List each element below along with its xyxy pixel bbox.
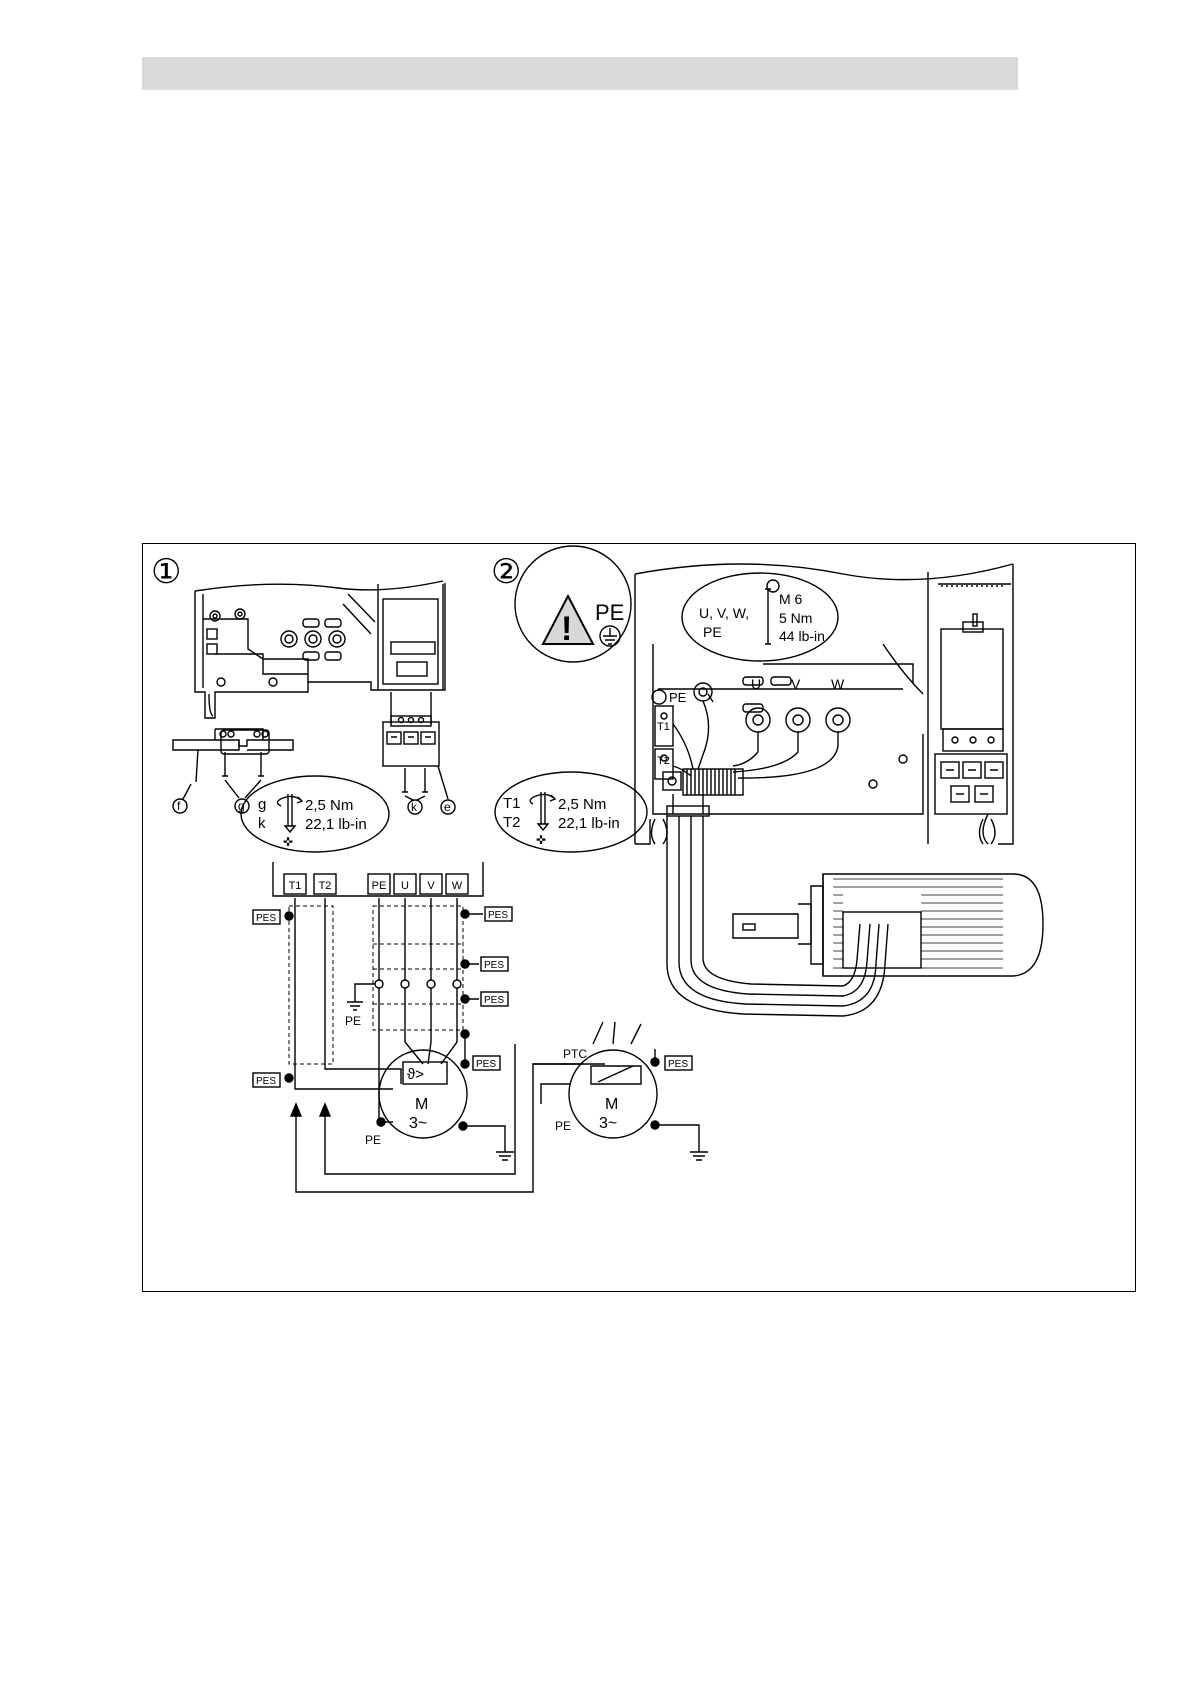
pes-label-5: PES [484, 995, 504, 1006]
torque-nm: 2,5 Nm [305, 797, 353, 814]
panel1-drive-drawing [173, 581, 445, 792]
wrench-icon [765, 589, 771, 644]
panel2-torque-spec: T1 T2 ✜ 2,5 Nm 22,1 lb-in [495, 772, 647, 852]
spec-thread: M 6 [779, 591, 803, 607]
callout-f: f [177, 799, 181, 813]
panel-number-2: ② [491, 553, 521, 591]
wiring-figure: ① [143, 544, 1137, 1293]
pe-label-motor2: PE [555, 1119, 571, 1133]
torque-screw-t1: T1 [503, 795, 521, 812]
ground-icon [603, 628, 617, 644]
terminal-torque-spec: U, V, W, PE M 6 5 Nm 44 lb-in [682, 573, 838, 661]
callout-k: k [411, 800, 418, 814]
pe-label-ground: PE [345, 1014, 361, 1028]
screwdriver-icon: ✜ [283, 835, 293, 849]
torque-screw-k: k [258, 815, 266, 832]
header-bar [142, 57, 1018, 90]
pes-label-6: PES [476, 1059, 496, 1070]
pe-warning-badge: ! PE [515, 546, 631, 662]
pes-label-1: PES [256, 913, 276, 924]
pe-ground-icon [652, 690, 666, 704]
label-u: U [751, 676, 761, 692]
warning-pe-label: PE [595, 600, 624, 625]
torque2-lbin: 22,1 lb-in [558, 815, 620, 832]
pes-label-4: PES [484, 960, 504, 971]
motor1-phase: 3~ [409, 1115, 427, 1132]
motor2-m: M [605, 1096, 618, 1113]
label-v: V [791, 676, 801, 692]
terminal-label-u: U [401, 880, 409, 892]
figure-frame: ① [142, 543, 1136, 1292]
warning-icon: ! [561, 610, 572, 648]
spec-torque-nm: 5 Nm [779, 610, 812, 626]
schematic-labels: PES PES PES PES PES PES PES PE PE PE ϑ> M 3~ M 3~ PTC [253, 907, 692, 1147]
panel2-drive-drawing [635, 564, 1013, 844]
label-t2: T2 [657, 755, 670, 767]
spec-terminals-line1: U, V, W, [699, 605, 749, 621]
motor2-phase: 3~ [599, 1115, 617, 1132]
terminal-label-t2: T2 [319, 880, 332, 892]
terminal-label-t1: T1 [289, 880, 302, 892]
motor1-m: M [415, 1096, 428, 1113]
torque-screw-g: g [258, 796, 266, 813]
terminal-label-v: V [427, 880, 435, 892]
spec-terminals-line2: PE [703, 624, 722, 640]
terminal-label-w: W [452, 880, 463, 892]
ptc-label: PTC [563, 1047, 587, 1061]
thermal-switch-symbol: ϑ> [407, 1066, 424, 1083]
terminal-label-pe: PE [372, 880, 387, 892]
spec-torque-lbin: 44 lb-in [779, 628, 825, 644]
panel-number-1: ① [151, 553, 181, 591]
torque2-nm: 2,5 Nm [558, 796, 606, 813]
pes-label-7: PES [668, 1059, 688, 1070]
label-t1: T1 [657, 721, 670, 733]
callout-e: e [444, 800, 451, 814]
motor-cable [667, 816, 888, 1016]
pes-label-2: PES [256, 1076, 276, 1087]
torque-lbin: 22,1 lb-in [305, 816, 367, 833]
panel1-torque-spec: g k ✜ 2,5 Nm 22,1 lb-in [241, 776, 389, 852]
torque-screw-t2: T2 [503, 814, 521, 831]
label-pe: PE [669, 690, 687, 705]
label-w: W [831, 676, 845, 692]
pes-label-3: PES [488, 910, 508, 921]
pe-label-motor1: PE [365, 1133, 381, 1147]
screwdriver-icon-2: ✜ [536, 833, 546, 847]
